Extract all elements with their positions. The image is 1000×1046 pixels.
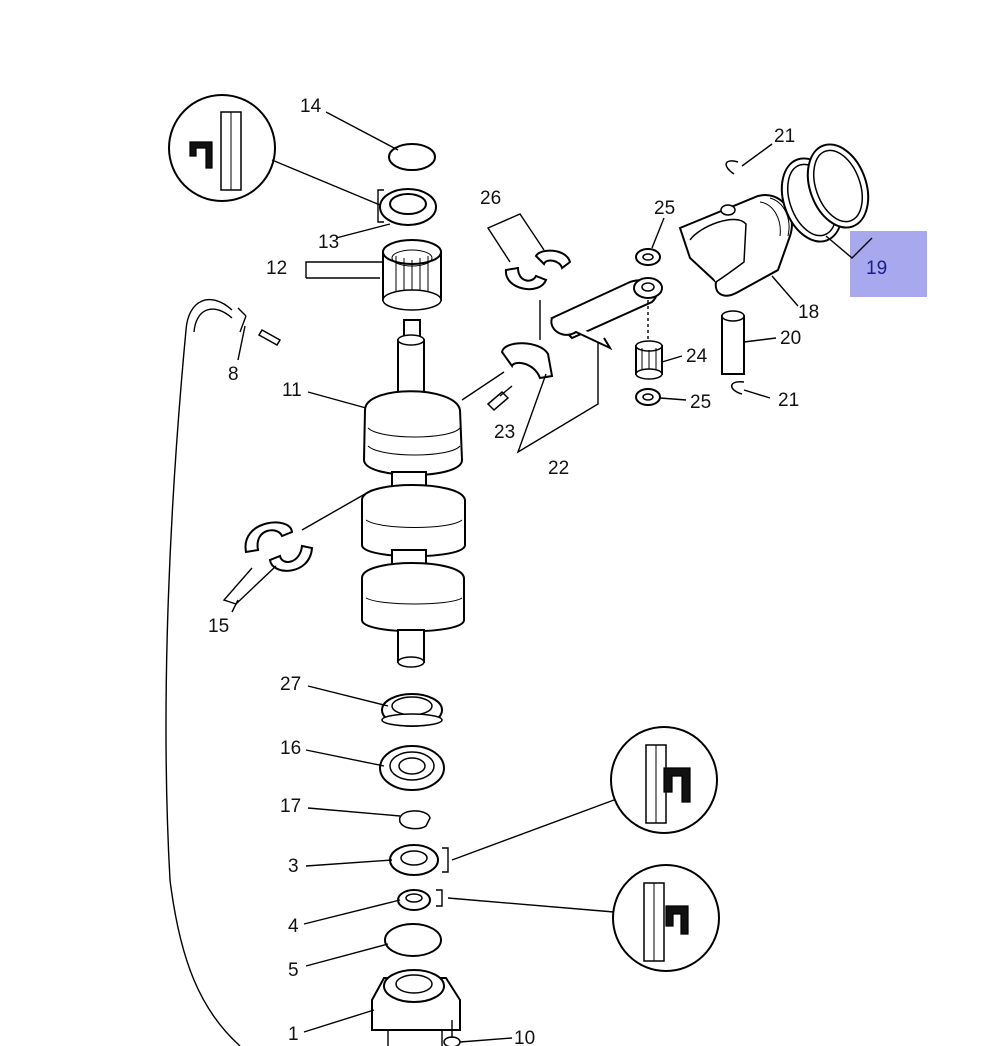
callout-11: 11 [282,380,302,401]
grease-seal-lip-icon [189,141,213,169]
callout-23: 23 [494,422,515,443]
part-13-oil-seal [377,188,437,226]
part-1-housing [371,969,461,1046]
part-3-oil-seal [389,844,449,876]
callout-22: 22 [548,458,569,479]
callout-12: 12 [266,258,287,279]
part-20-piston-pin [721,310,745,375]
callout-18: 18 [798,302,819,323]
callout-5: 5 [288,960,299,981]
part-19-piston-rings [780,143,873,259]
callout-25-top: 25 [654,198,675,219]
part-8-fitting [237,307,282,347]
callout-24: 24 [686,346,708,367]
part-5-o-ring [384,923,442,957]
callout-10: 10 [514,1028,535,1046]
part-21-clip-bottom [731,381,745,395]
part-23-bolt [486,385,513,412]
callout-25-bottom: 25 [690,392,711,413]
callout-26: 26 [480,188,501,209]
callout-21-bottom: 21 [778,390,799,411]
part-11-crankshaft [361,319,466,668]
callout-14: 14 [300,96,322,117]
part-4-seal [397,889,443,911]
callout-17: 17 [280,796,301,817]
callout-8: 8 [228,364,239,385]
detail-circle-mid [451,726,718,861]
part-12-bearing [382,239,442,311]
highlight-box-19 [850,231,927,297]
callout-4: 4 [288,916,299,937]
callout-3: 3 [288,856,299,877]
callout-15: 15 [208,616,229,637]
part-24-needle-bearing [635,340,663,380]
hose [165,299,241,1046]
callout-21-top: 21 [774,126,795,147]
detail-circle-top [168,94,381,206]
grease-seal-lip-icon [663,767,691,803]
callout-20: 20 [780,328,801,349]
part-26-bearing-halves [486,213,572,340]
part-21-clip-top [725,160,739,175]
part-15-bearing-halves [222,489,373,605]
callout-16: 16 [280,738,301,759]
part-18-piston [678,194,793,297]
grease-seal-lip-icon [665,905,689,935]
callout-19: 19 [866,258,887,279]
part-22-connecting-rod [461,277,663,454]
callout-13: 13 [318,232,339,253]
part-16-ball-bearing [379,745,445,791]
part-17-circlip [399,810,431,830]
callout-27: 27 [280,674,301,695]
callout-1: 1 [288,1024,299,1045]
detail-circle-bottom [447,864,720,972]
part-27-seal [381,693,443,727]
leader-lines [231,111,799,1043]
part-14-o-ring [388,143,436,171]
